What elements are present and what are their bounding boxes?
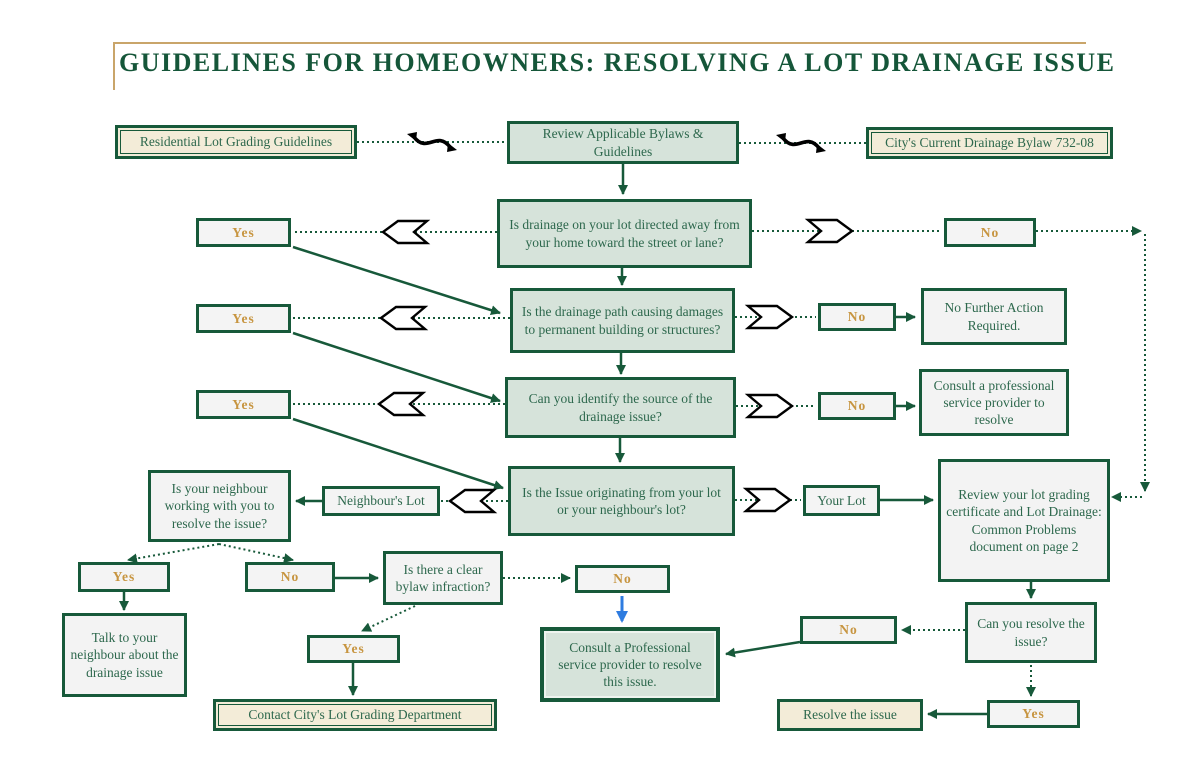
node-q-can-resolve: Can you resolve the issue? [965, 602, 1097, 663]
node-q-bylaw-infraction: Is there a clear bylaw infraction? [383, 551, 503, 605]
node-review-applicable-bylaws: Review Applicable Bylaws & Guidelines [507, 121, 739, 164]
node-q-damages: Is the drainage path causing damages to … [510, 288, 735, 353]
answer-yes-drainage: Yes [196, 218, 291, 247]
page-title: GUIDELINES FOR HOMEOWNERS: RESOLVING A L… [119, 48, 1116, 77]
chevron-right-icon [806, 218, 854, 244]
squiggle-arrow-icon [405, 130, 459, 154]
node-city-drainage-bylaw: City's Current Drainage Bylaw 732-08 [866, 127, 1113, 159]
answer-no-drainage: No [944, 218, 1036, 247]
title-rule-vertical [113, 42, 115, 90]
node-q-drainage-directed: Is drainage on your lot directed away fr… [497, 199, 752, 268]
answer-yes-source: Yes [196, 390, 291, 419]
squiggle-arrow-icon [774, 131, 828, 155]
node-q-origin: Is the Issue originating from your lot o… [508, 466, 735, 536]
title-rule-horizontal [113, 42, 1086, 44]
answer-yes-neighbour: Yes [78, 562, 170, 592]
node-review-certificate: Review your lot grading certificate and … [938, 459, 1110, 582]
chevron-right-icon [746, 304, 794, 330]
node-consult-professional-short: Consult a professional service provider … [919, 369, 1069, 436]
node-q-neighbour-working: Is your neighbour working with you to re… [148, 470, 291, 542]
answer-your-lot: Your Lot [803, 485, 880, 516]
answer-no-source: No [818, 392, 896, 420]
answer-neighbours-lot: Neighbour's Lot [322, 486, 440, 516]
node-no-further-action: No Further Action Required. [921, 288, 1067, 345]
node-contact-city: Contact City's Lot Grading Department [213, 699, 497, 731]
answer-no-neighbour: No [245, 562, 335, 592]
chevron-left-icon [377, 391, 425, 417]
chevron-right-icon [746, 393, 794, 419]
node-q-source: Can you identify the source of the drain… [505, 377, 736, 438]
answer-no-damages: No [818, 303, 896, 331]
node-resolve-issue: Resolve the issue [777, 699, 923, 731]
chevron-right-icon [744, 487, 792, 513]
answer-no-resolve: No [800, 616, 897, 644]
node-talk-neighbour: Talk to your neighbour about the drainag… [62, 613, 187, 697]
answer-no-infraction: No [575, 565, 670, 593]
answer-yes-infraction: Yes [307, 635, 400, 663]
node-consult-professional-long: Consult a Professional service provider … [540, 627, 720, 702]
answer-yes-resolve: Yes [987, 700, 1080, 728]
answer-yes-damages: Yes [196, 304, 291, 333]
node-residential-lot-grading-guidelines: Residential Lot Grading Guidelines [115, 125, 357, 159]
